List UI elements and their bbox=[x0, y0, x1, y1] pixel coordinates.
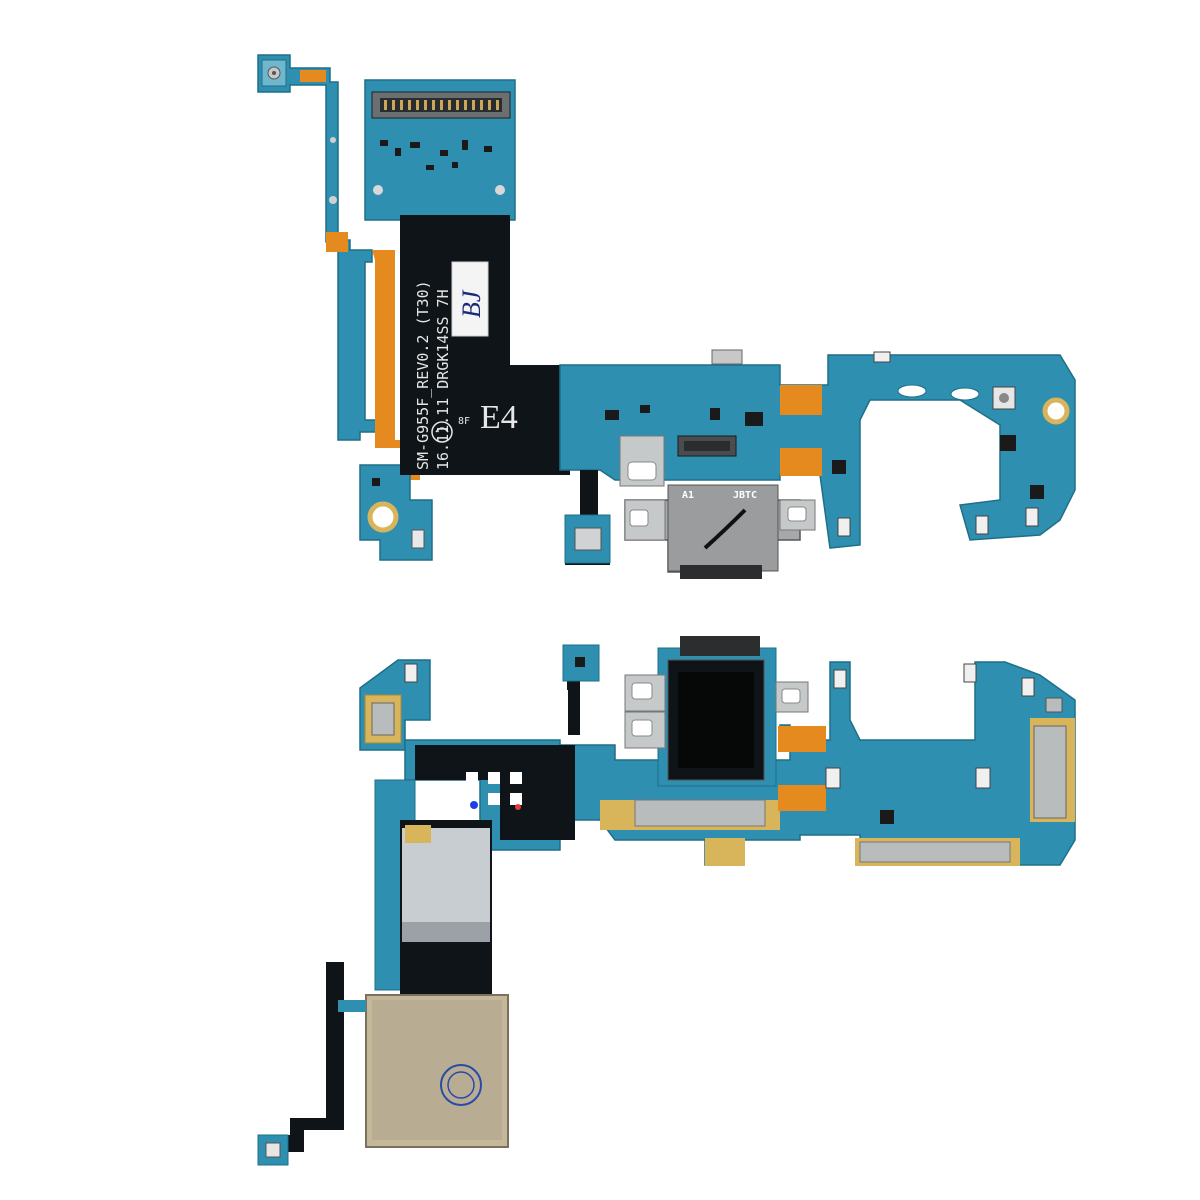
microphone-module bbox=[564, 470, 611, 565]
connector-mark-right: JBTC bbox=[733, 490, 757, 501]
connector-mark-left: A1 bbox=[682, 490, 694, 501]
back-left-bracket bbox=[359, 659, 431, 751]
handwritten-sticker bbox=[451, 261, 489, 337]
main-connector-board bbox=[364, 79, 516, 221]
manufacturer-logo bbox=[431, 421, 453, 443]
bottom-shield-plate bbox=[365, 994, 509, 1148]
model-line: SM-G955F_REV0.2 (T30) bbox=[414, 280, 432, 470]
back-antenna-strip bbox=[257, 962, 366, 1166]
grid-code: E4 bbox=[480, 399, 518, 436]
date-line: 16.11.11 DRGK14SS 7H bbox=[434, 289, 452, 470]
usb-port-board bbox=[559, 349, 1076, 549]
small-label: 8F bbox=[458, 416, 470, 427]
usb-c-back bbox=[624, 636, 809, 787]
back-lower-flex bbox=[374, 779, 492, 1000]
antenna-flex-strip bbox=[257, 54, 379, 441]
lower-left-flex bbox=[359, 250, 433, 561]
black-flex-label-area: SM-G955F_REV0.2 (T30) 16.11.11 DRGK14SS … bbox=[400, 215, 570, 475]
sticker-text: BJ bbox=[457, 289, 486, 318]
usb-c-connector: A1 JBTC bbox=[619, 435, 816, 579]
board-front: SM-G955F_REV0.2 (T30) 16.11.11 DRGK14SS … bbox=[257, 54, 1076, 579]
board-back bbox=[257, 636, 1076, 1166]
back-mic-flex bbox=[562, 644, 600, 735]
